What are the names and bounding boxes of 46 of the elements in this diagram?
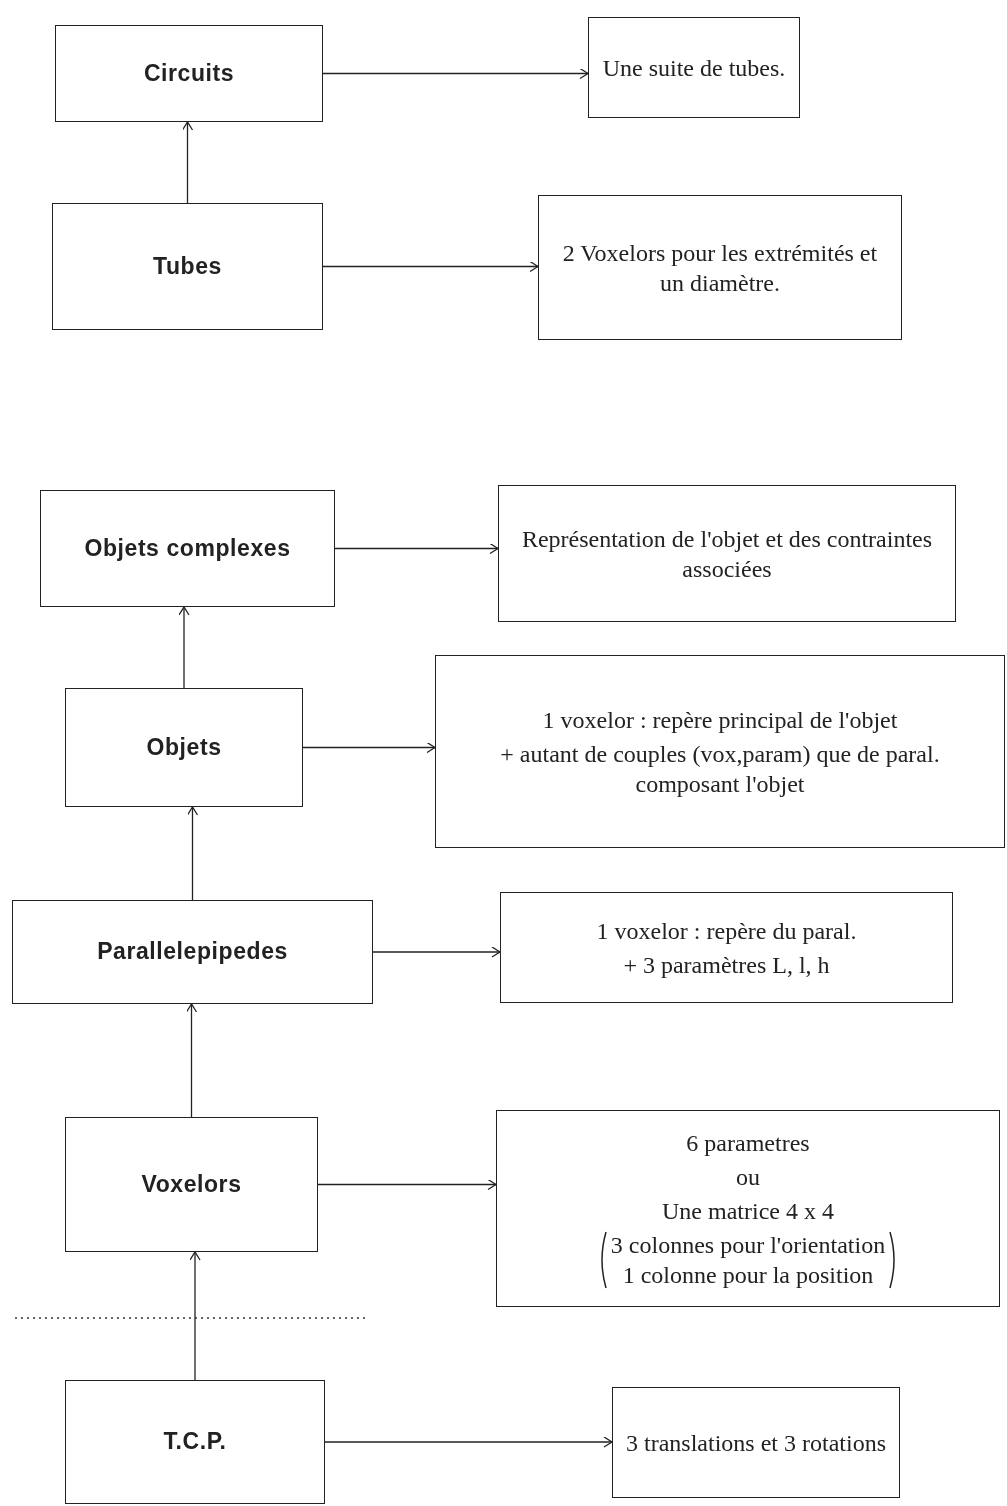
box-text: + 3 paramètres L, l, h xyxy=(623,950,830,980)
description-box xyxy=(612,1387,900,1498)
description-box xyxy=(588,17,800,118)
box-text: 1 voxelor : repère principal de l'objet xyxy=(542,705,898,735)
arrow xyxy=(302,741,436,754)
box-text: Objets xyxy=(146,732,222,762)
concept-box xyxy=(12,900,373,1004)
description-box xyxy=(435,655,1005,848)
arrow xyxy=(322,260,539,273)
concept-box xyxy=(40,490,335,607)
arrow xyxy=(189,1251,201,1381)
box-text: Une suite de tubes. xyxy=(602,53,786,83)
arrow xyxy=(185,1003,198,1118)
arrow xyxy=(181,121,194,204)
description-box xyxy=(500,892,953,1003)
arrow xyxy=(178,606,190,689)
box-text: 3 translations et 3 rotations xyxy=(626,1428,886,1458)
box-text: Objets complexes xyxy=(84,533,291,563)
description-box xyxy=(538,195,902,340)
arrow xyxy=(372,946,501,958)
box-text: 3 colonnes pour l'orientation xyxy=(610,1230,886,1260)
arrow xyxy=(324,1436,613,1448)
box-text: Parallelepipedes xyxy=(97,937,288,967)
concept-box xyxy=(65,1117,318,1252)
box-text: 1 voxelor : repère du paral. xyxy=(596,916,857,946)
box-text: T.C.P. xyxy=(163,1427,227,1457)
box-text: Tubes xyxy=(153,251,222,281)
arrow xyxy=(322,67,589,80)
box-text: 2 Voxelors pour les extrémités et un diamètre. xyxy=(561,238,879,298)
concept-box xyxy=(65,688,303,807)
box-text: Une matrice 4 x 4 xyxy=(662,1196,834,1226)
concept-box xyxy=(55,25,323,122)
concept-box xyxy=(65,1380,325,1504)
box-text: Voxelors xyxy=(141,1169,242,1199)
box-text: 1 colonne pour la position xyxy=(621,1260,875,1290)
arrow xyxy=(186,806,199,901)
concept-box xyxy=(52,203,323,330)
box-text: 6 parametres xyxy=(686,1128,810,1158)
arrow xyxy=(334,542,499,555)
description-box xyxy=(498,485,956,622)
box-text: Représentation de l'objet et des contraintes associées xyxy=(520,524,934,584)
box-text: + autant de couples (vox,param) que de paral. composant l'objet xyxy=(499,739,941,799)
description-box xyxy=(496,1110,1000,1307)
box-text: ou xyxy=(736,1162,760,1192)
box-text: Circuits xyxy=(143,58,235,88)
arrow xyxy=(317,1178,497,1191)
